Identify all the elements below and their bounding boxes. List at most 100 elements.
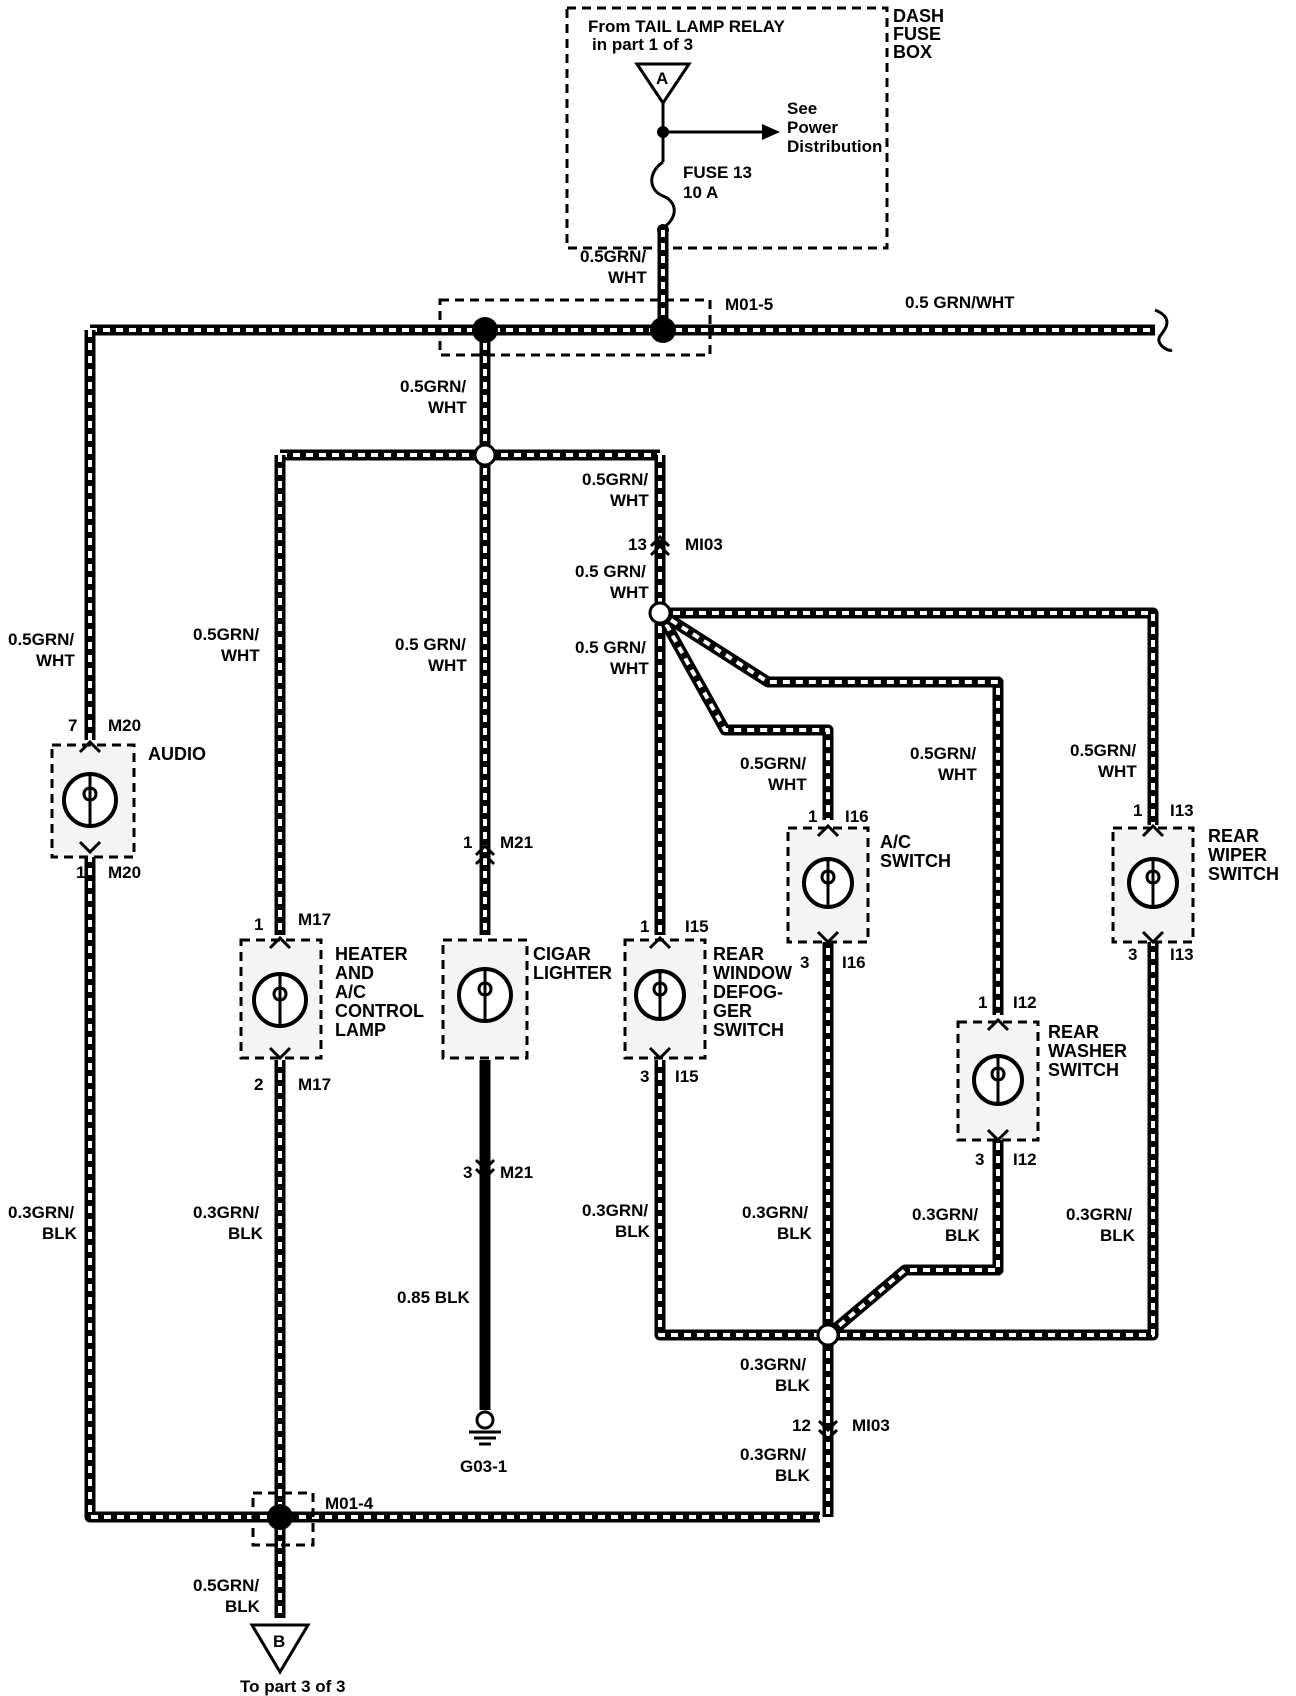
wire-label-return-lower-1: 0.3GRN/: [740, 1445, 806, 1464]
dash-fuse-box-outline: [565, 6, 889, 250]
splice-m01-4-dot: [267, 1504, 293, 1530]
cigar-lighter-lamp: [441, 938, 529, 1060]
heater-pin-in: 1: [254, 915, 263, 934]
washer-name-1: REAR: [1048, 1022, 1099, 1042]
source-label-1: From TAIL LAMP RELAY: [588, 17, 785, 36]
defog-name-2: WINDOW: [713, 963, 792, 983]
defog-name-1: REAR: [713, 944, 764, 964]
cigar-name-2: LIGHTER: [533, 963, 612, 983]
wire-label-heater-in-1: 0.5GRN/: [193, 625, 259, 644]
audio-conn-in: M20: [108, 716, 141, 735]
wire-label-washer-out-2: BLK: [945, 1226, 981, 1245]
wire-label-output-1: 0.5GRN/: [193, 1576, 259, 1595]
wire-label-ac-out-2: BLK: [777, 1224, 813, 1243]
junction-node-return: [816, 1323, 840, 1347]
heater-name-2: AND: [335, 963, 374, 983]
wire-label-washer-in-2: WHT: [938, 765, 977, 784]
wire-label-audio-in-2: WHT: [36, 651, 75, 670]
wire-break-symbol: [1154, 308, 1173, 352]
wiper-name-3: SWITCH: [1208, 864, 1279, 884]
ground-symbol: [469, 1410, 501, 1446]
wire-label-cigar-in-2: WHT: [428, 656, 467, 675]
wire-label-return-upper-2: BLK: [775, 1376, 811, 1395]
audio-name: AUDIO: [148, 744, 206, 764]
rear-washer-switch: [956, 1017, 1040, 1143]
splice-m01-5-dot-a: [472, 317, 498, 343]
washer-conn-in: I12: [1013, 993, 1037, 1012]
wire-label-wiper-in-2: WHT: [1098, 762, 1137, 781]
wiper-name-2: WIPER: [1208, 845, 1267, 865]
source-label-2: in part 1 of 3: [592, 35, 693, 54]
defog-name-5: SWITCH: [713, 1020, 784, 1040]
fuse-13-symbol: [650, 160, 676, 230]
defog-pin-out: 3: [640, 1067, 649, 1086]
ac-pin-in: 1: [808, 807, 817, 826]
wire-label-mi03-upper-1: 0.5GRN/: [582, 470, 648, 489]
wire-label-wiper-out-1: 0.3GRN/: [1066, 1205, 1132, 1224]
heater-name-1: HEATER: [335, 944, 408, 964]
see-label-2: Power: [787, 118, 838, 137]
junction-node-mi03: [648, 601, 672, 625]
washer-pin-in: 1: [978, 993, 987, 1012]
wiper-name-1: REAR: [1208, 826, 1259, 846]
fuse-box-name-3: BOX: [893, 42, 932, 62]
rear-window-defogger-switch: [623, 935, 707, 1061]
audio-pin-in: 7: [68, 716, 77, 735]
mi03-top-pin: 13: [628, 535, 647, 554]
splice-m01-5-label: M01-5: [725, 295, 773, 314]
fuse-box-name-1: DASH: [893, 6, 944, 26]
defog-name-4: GER: [713, 1001, 752, 1021]
wire-label-audio-out-1: 0.3GRN/: [8, 1203, 74, 1222]
see-label-3: Distribution: [787, 137, 882, 156]
wire-label-feed-2: WHT: [608, 268, 647, 287]
ac-name-1: A/C: [880, 832, 911, 852]
m21-in-name: M21: [500, 833, 533, 852]
connector-b-triangle: [249, 1623, 311, 1675]
connector-mi03-bottom: [817, 1419, 839, 1442]
audio-pin-out: 1: [76, 863, 85, 882]
wire-label-mi03-lower-2: WHT: [610, 583, 649, 602]
wiper-conn-in: I13: [1170, 801, 1194, 820]
audio-lamp: [50, 739, 136, 859]
washer-conn-out: I12: [1013, 1150, 1037, 1169]
connector-a-label: A: [656, 69, 668, 88]
ac-conn-out: I16: [842, 953, 866, 972]
wiper-conn-out: I13: [1170, 945, 1194, 964]
defog-conn-out: I15: [675, 1067, 699, 1086]
wire-label-defog-out-1: 0.3GRN/: [582, 1201, 648, 1220]
connector-b-label: B: [273, 1632, 285, 1651]
wiper-pin-in: 1: [1133, 801, 1142, 820]
fuse-rating: 10 A: [683, 183, 718, 202]
wire-label-wiper-out-2: BLK: [1100, 1226, 1136, 1245]
junction-node-center: [473, 443, 497, 467]
wiper-pin-out: 3: [1128, 945, 1137, 964]
wire-network: [84, 230, 1159, 1015]
m21-in-chevron: [474, 843, 496, 866]
connector-mi03-top: [649, 534, 671, 557]
heater-name-3: A/C: [335, 982, 366, 1002]
defog-pin-in: 1: [640, 917, 649, 936]
mi03-bottom-name: MI03: [852, 1416, 890, 1435]
ac-switch: [786, 823, 870, 945]
rear-wiper-switch: [1111, 823, 1195, 945]
heater-conn-in: M17: [298, 910, 331, 929]
washer-pin-out: 3: [975, 1150, 984, 1169]
ac-name-2: SWITCH: [880, 851, 951, 871]
wire-label-rear-2: WHT: [610, 659, 649, 678]
m21-in-pin: 1: [463, 833, 472, 852]
ground-label: G03-1: [460, 1457, 507, 1476]
wire-label-center-2: WHT: [428, 398, 467, 417]
splice-m01-4-box: [251, 1491, 315, 1547]
heater-name-4: CONTROL: [335, 1001, 424, 1021]
mi03-bottom-pin: 12: [792, 1416, 811, 1435]
fuse-label: FUSE 13: [683, 163, 752, 182]
wire-label-feed-1: 0.5GRN/: [580, 247, 646, 266]
wire-label-audio-in-1: 0.5GRN/: [8, 630, 74, 649]
wire-label-washer-in-1: 0.5GRN/: [910, 744, 976, 763]
heater-ac-control-lamp: [239, 935, 323, 1061]
wire-label-heater-in-2: WHT: [221, 646, 260, 665]
see-arrow-head: [762, 124, 780, 140]
heater-name-5: LAMP: [335, 1020, 386, 1040]
cigar-name-1: CIGAR: [533, 944, 591, 964]
